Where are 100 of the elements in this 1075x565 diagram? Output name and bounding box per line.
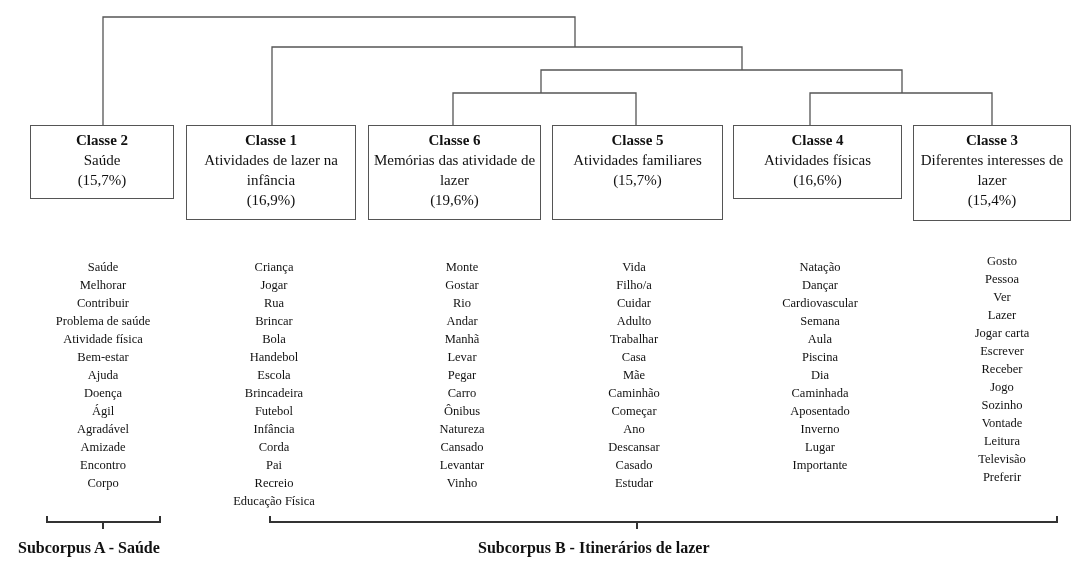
class-term: Preferir — [981, 469, 1023, 486]
class-term: Casa — [620, 349, 648, 366]
percentage: (16,9%) — [245, 191, 297, 210]
class-term: Vinho — [445, 475, 479, 492]
percentage: (19,6%) — [429, 191, 480, 210]
class-term: Trabalhar — [608, 331, 660, 348]
class-term: Leitura — [982, 433, 1022, 450]
subcorpus-label: Subcorpus A - Saúde — [18, 539, 160, 557]
class-term: Cardiovascular — [781, 295, 859, 312]
class-term: Jogar — [259, 277, 289, 294]
percentage: (15,4%) — [966, 191, 1018, 210]
class-name: Atividades de lazer na infância — [203, 151, 339, 190]
class-term: Começar — [610, 403, 658, 420]
class-term: Adulto — [615, 313, 653, 330]
class-term: Problema de saúde — [54, 313, 152, 330]
class-term: Gosto — [986, 253, 1018, 270]
class-term: Cuidar — [616, 295, 652, 312]
class-term: Rua — [262, 295, 286, 312]
class-term: Descansar — [607, 439, 661, 456]
class-name: Saúde — [82, 151, 122, 170]
class-term: Mãe — [621, 367, 647, 384]
class-term: Caminhão — [607, 385, 661, 402]
class-term: Encontro — [79, 457, 127, 474]
percentage: (15,7%) — [612, 171, 663, 190]
class-term: Dia — [809, 367, 831, 384]
class-term: Rio — [451, 295, 473, 312]
class-title: Classe 1 — [243, 131, 299, 150]
class-term: Aposentado — [789, 403, 851, 420]
class-term: Atividade física — [62, 331, 144, 348]
class-term: Andar — [445, 313, 479, 330]
class-term: Contribuir — [75, 295, 131, 312]
class-term: Pessoa — [984, 271, 1020, 288]
class-term: Gostar — [444, 277, 480, 294]
class-term: Educação Física — [232, 493, 316, 510]
class-box — [733, 125, 902, 199]
class-title: Classe 3 — [964, 131, 1020, 150]
dendrogram-link — [452, 92, 637, 126]
class-term: Infância — [252, 421, 296, 438]
class-term: Escrever — [979, 343, 1025, 360]
class-term: Escola — [256, 367, 292, 384]
class-term: Televisão — [977, 451, 1027, 468]
class-term: Bola — [261, 331, 287, 348]
class-term: Casado — [614, 457, 654, 474]
class-name: Atividades familiares — [572, 151, 703, 170]
class-box — [368, 125, 541, 220]
class-term: Inverno — [799, 421, 841, 438]
class-term: Futebol — [253, 403, 295, 420]
class-term: Carro — [446, 385, 478, 402]
class-term: Melhorar — [78, 277, 128, 294]
class-term: Dançar — [800, 277, 840, 294]
subcorpus-label: Subcorpus B - Itinerários de lazer — [478, 539, 710, 557]
class-term: Ajuda — [86, 367, 120, 384]
class-term: Brincar — [254, 313, 294, 330]
class-term: Pai — [265, 457, 283, 474]
class-term: Semana — [799, 313, 841, 330]
class-term: Aula — [806, 331, 834, 348]
class-name: Atividades físicas — [762, 151, 873, 170]
class-term: Levantar — [438, 457, 486, 474]
class-term: Manhã — [443, 331, 481, 348]
class-term: Natação — [798, 259, 842, 276]
class-term: Doença — [82, 385, 124, 402]
class-term: Vontade — [980, 415, 1024, 432]
class-term: Ágil — [90, 403, 116, 420]
class-term: Handebol — [248, 349, 300, 366]
class-box — [913, 125, 1071, 221]
class-box — [186, 125, 356, 220]
class-term: Jogo — [989, 379, 1015, 396]
class-term: Ano — [622, 421, 646, 438]
percentage: (15,7%) — [76, 171, 128, 190]
class-term: Jogar carta — [973, 325, 1031, 342]
class-title: Classe 2 — [74, 131, 130, 150]
class-term: Caminhada — [790, 385, 850, 402]
class-name: Diferentes interesses de lazer — [919, 151, 1065, 190]
class-name: Memórias das atividade de lazer — [372, 151, 537, 190]
class-term: Receber — [980, 361, 1024, 378]
class-term: Agradável — [75, 421, 131, 438]
class-title: Classe 6 — [427, 131, 482, 150]
percentage: (16,6%) — [792, 171, 843, 190]
class-term: Levar — [446, 349, 478, 366]
class-term: Ver — [992, 289, 1012, 306]
class-box — [30, 125, 174, 199]
class-term: Lazer — [986, 307, 1018, 324]
class-term: Saúde — [86, 259, 120, 276]
class-term: Filho/a — [615, 277, 653, 294]
class-term: Amizade — [79, 439, 127, 456]
class-title: Classe 4 — [790, 131, 845, 150]
class-term: Piscina — [800, 349, 840, 366]
class-term: Pegar — [446, 367, 478, 384]
class-term: Recreio — [253, 475, 295, 492]
class-term: Vida — [621, 259, 647, 276]
class-box — [552, 125, 723, 220]
class-term: Monte — [444, 259, 480, 276]
class-term: Natureza — [438, 421, 486, 438]
class-term: Sozinho — [980, 397, 1024, 414]
class-term: Importante — [791, 457, 849, 474]
class-term: Bem-estar — [76, 349, 130, 366]
class-title: Classe 5 — [610, 131, 665, 150]
class-term: Cansado — [439, 439, 485, 456]
class-term: Corda — [257, 439, 291, 456]
class-term: Lugar — [804, 439, 836, 456]
